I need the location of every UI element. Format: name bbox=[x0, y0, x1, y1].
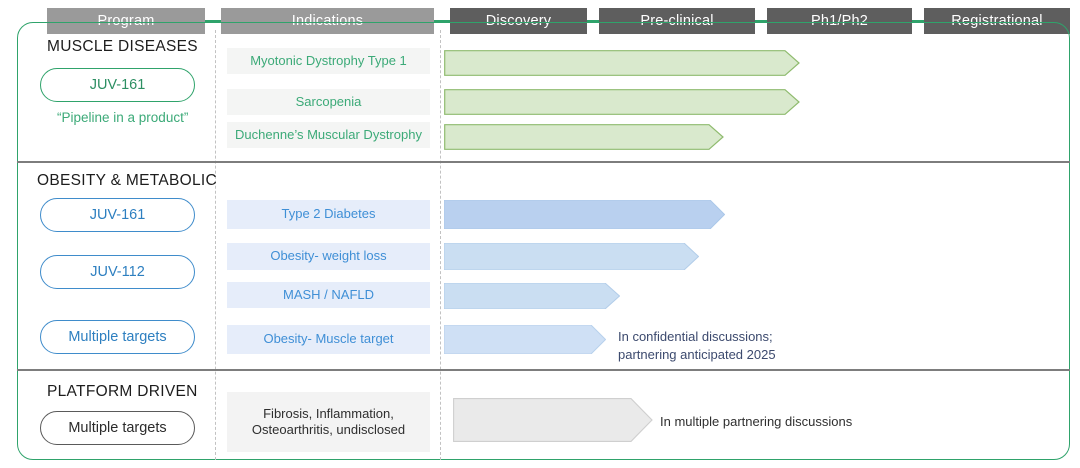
indication-chip-obesity-weight-loss: Obesity- weight loss bbox=[227, 243, 430, 270]
indication-chip-obesity-muscle-target: Obesity- Muscle target bbox=[227, 325, 430, 354]
indication-chip-duchennes-muscular-dystrophy: Duchenne’s Muscular Dystrophy bbox=[227, 122, 430, 148]
header-cell-discovery: Discovery bbox=[450, 8, 587, 34]
progress-arrow-mash-nafld bbox=[444, 283, 620, 309]
progress-arrow-myotonic-dystrophy-type-1 bbox=[444, 50, 800, 76]
pipeline-header-row: Program Indications Discovery Pre-clinic… bbox=[0, 0, 1080, 34]
indication-chip-platform-indications: Fibrosis, Inflammation, Osteoarthritis, … bbox=[227, 392, 430, 452]
annotation-obesity-muscle-target: In confidential discussions; partnering … bbox=[618, 329, 776, 362]
header-cell-ph1ph2: Ph1/Ph2 bbox=[767, 8, 912, 34]
section-divider-1 bbox=[17, 161, 1070, 163]
column-separator-indications bbox=[440, 30, 441, 460]
header-cell-program: Program bbox=[47, 8, 205, 34]
header-cell-registrational: Registrational bbox=[924, 8, 1070, 34]
program-pill-juv112[interactable]: JUV-112 bbox=[40, 255, 195, 289]
header-connector-5 bbox=[912, 20, 924, 22]
indication-chip-mash-nafld: MASH / NAFLD bbox=[227, 282, 430, 308]
indication-chip-type-2-diabetes: Type 2 Diabetes bbox=[227, 200, 430, 229]
indication-chip-sarcopenia: Sarcopenia bbox=[227, 89, 430, 115]
header-connector-4 bbox=[755, 20, 767, 22]
header-connector-3 bbox=[587, 20, 599, 22]
progress-arrow-sarcopenia bbox=[444, 89, 800, 115]
header-cell-indications: Indications bbox=[221, 8, 434, 34]
annotation-platform-driven: In multiple partnering discussions bbox=[660, 414, 853, 429]
column-separator-program bbox=[215, 30, 216, 460]
indication-chip-myotonic-dystrophy-type-1: Myotonic Dystrophy Type 1 bbox=[227, 48, 430, 74]
program-pill-multiple-targets-platform[interactable]: Multiple targets bbox=[40, 411, 195, 445]
section-title-platform-driven: PLATFORM DRIVEN bbox=[47, 383, 198, 400]
program-caption-pipeline-in-a-product: “Pipeline in a product” bbox=[57, 110, 189, 125]
program-pill-juv161-muscle[interactable]: JUV-161 bbox=[40, 68, 195, 102]
header-connector-2 bbox=[434, 20, 450, 22]
progress-arrow-obesity-weight-loss bbox=[444, 243, 699, 270]
header-connector-1 bbox=[205, 20, 221, 22]
pipeline-frame bbox=[17, 22, 1070, 460]
progress-arrow-type-2-diabetes bbox=[444, 200, 725, 229]
progress-arrow-platform-driven bbox=[453, 398, 653, 442]
program-pill-juv161-obesity[interactable]: JUV-161 bbox=[40, 198, 195, 232]
header-cell-preclinical: Pre-clinical bbox=[599, 8, 755, 34]
program-pill-multiple-targets-obesity[interactable]: Multiple targets bbox=[40, 320, 195, 354]
section-title-muscle-diseases: MUSCLE DISEASES bbox=[47, 38, 198, 55]
section-title-obesity-metabolic: OBESITY & METABOLIC bbox=[37, 172, 217, 189]
progress-arrow-obesity-muscle-target bbox=[444, 325, 606, 354]
progress-arrow-duchennes-muscular-dystrophy bbox=[444, 124, 724, 150]
section-divider-2 bbox=[17, 369, 1070, 371]
